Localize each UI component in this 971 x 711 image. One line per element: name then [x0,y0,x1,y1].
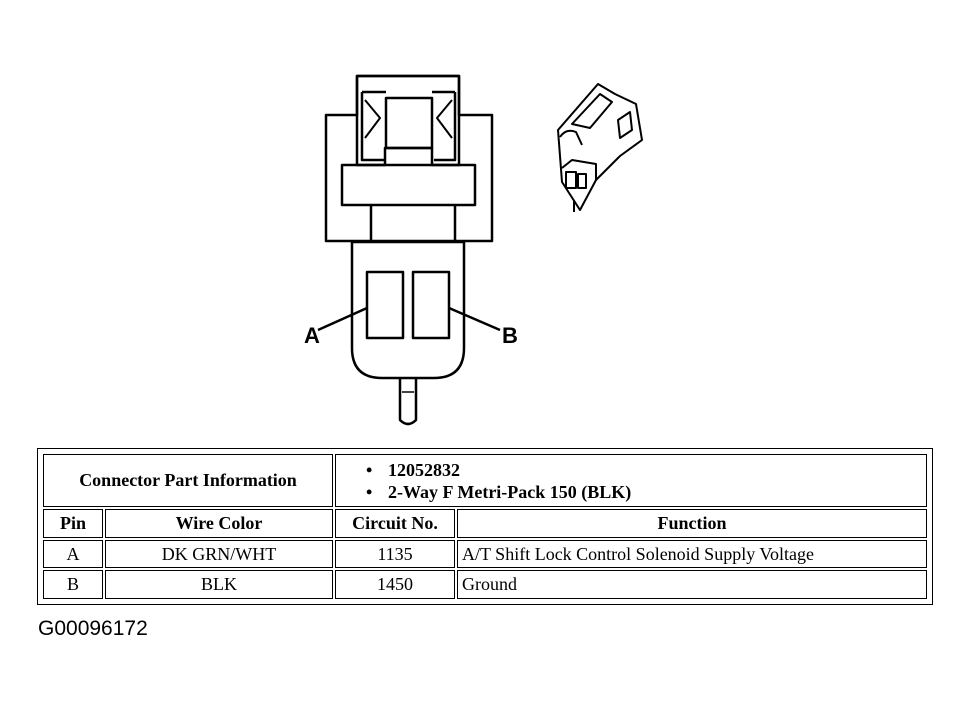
header-circuit-no: Circuit No. [335,509,456,538]
row-a-circuit-no: 1135 [335,539,456,569]
connector-post [398,378,418,426]
part-info-list: 12052832 2-Way F Metri-Pack 150 (BLK) [335,454,927,508]
terminal-cavity-b [411,270,451,340]
row-b-wire-color: BLK [105,570,334,599]
row-b-circuit-no: 1450 [335,570,456,599]
connector-isometric-view [557,83,643,212]
header-pin: Pin [43,509,103,538]
connector-crossbar [340,163,477,207]
row-b-function: Ground [457,570,927,599]
terminal-cavity-a [365,270,405,340]
figure-id: G00096172 [38,617,148,640]
connector-info-table: Connector Part Information 12052832 2-Wa… [37,448,933,605]
header-wire-color: Wire Color [105,509,334,538]
pin-label-a: A [304,323,320,348]
row-a-wire-color: DK GRN/WHT [105,539,334,569]
part-description: 2-Way F Metri-Pack 150 (BLK) [366,481,922,503]
connector-face-view [317,74,501,426]
pin-label-b: B [502,323,518,348]
connector-terminal-body [350,240,466,380]
connector-diagram: A B [304,74,643,426]
row-a-pin: A [43,539,103,569]
row-b-pin: B [43,570,103,599]
table-row: B BLK 1450 Ground [43,570,927,599]
connector-housing [324,74,494,243]
header-function: Function [457,509,927,538]
part-number: 12052832 [366,459,922,481]
connector-latch [355,74,461,167]
row-a-function: A/T Shift Lock Control Solenoid Supply V… [457,539,927,569]
table-row: A DK GRN/WHT 1135 A/T Shift Lock Control… [43,539,927,569]
part-info-label: Connector Part Information [43,454,334,508]
